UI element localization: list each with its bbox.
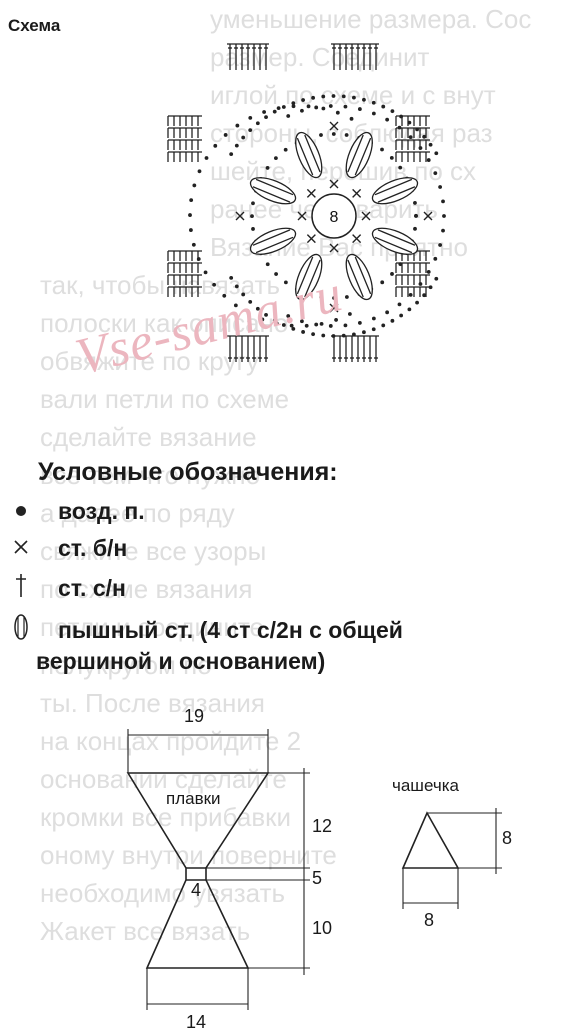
legend-item-label: пышный ст. (4 ст с/2н с общей <box>58 616 403 643</box>
scheme-single-crochet-marks <box>235 121 433 313</box>
dot-icon <box>6 498 36 525</box>
panties-bottom-width-label: 14 <box>186 1012 207 1032</box>
legend-item-double-crochet: ст. с/н <box>6 572 126 604</box>
cup-height-label: 8 <box>502 828 513 848</box>
dagger-icon <box>6 572 36 604</box>
legend-item-label: возд. п. <box>58 498 145 524</box>
legend-title: Условные обозначения: <box>38 458 338 486</box>
panties-top-width-label: 19 <box>184 706 205 726</box>
cup-shape <box>401 811 460 869</box>
panties-dimensions <box>127 729 310 1010</box>
scheme-title: Схема <box>8 16 61 35</box>
cross-icon <box>6 535 36 562</box>
background-text-line: сделайте вязание <box>40 422 257 452</box>
legend-item-chain: возд. п. <box>6 498 145 525</box>
background-text-line: вали петли по схеме <box>40 384 290 414</box>
background-text-line: оному внутри поверните <box>40 840 337 870</box>
cup-width-label: 8 <box>424 910 435 930</box>
scheme-puff-stitches <box>249 131 419 301</box>
cup-label: чашечка <box>392 776 459 795</box>
background-text-line: а далее по ряду <box>40 498 235 528</box>
background-text-line: кромки все прибавки <box>40 802 292 832</box>
legend-item-continuation: вершиной и основанием) <box>36 648 326 674</box>
panties-waist-label: 4 <box>191 880 202 900</box>
crochet-scheme-diagram: 8 <box>167 43 446 362</box>
scheme-center-ring <box>311 193 357 239</box>
background-text-line: обвяжите по кругу <box>40 346 259 376</box>
background-text-line: по схеме вязания <box>40 574 253 604</box>
legend-item-single-crochet: ст. б/н <box>6 535 127 562</box>
panties-height-bottom-label: 10 <box>312 918 333 938</box>
background-text-line: петли и соедините <box>40 612 264 642</box>
background-text-line: основании сделайте <box>40 764 287 794</box>
scheme-center-label: 8 <box>330 209 339 226</box>
background-text-line: уменьшение размера. Сос <box>210 4 532 34</box>
panties-label: плавки <box>166 789 221 808</box>
background-text-line: на концах пройдите 2 <box>40 726 302 756</box>
legend-item-label: ст. с/н <box>58 574 126 601</box>
cup-dimensions <box>402 808 502 909</box>
panties-height-mid-label: 5 <box>312 868 323 888</box>
background-text-line: свяжите все узоры <box>40 536 267 566</box>
background-text-line: ты. После вязания <box>40 688 265 718</box>
background-text-line: необходимо увязать <box>40 878 286 908</box>
background-text-line: все тем что нужно <box>40 460 261 490</box>
scheme-tall-stitch-columns <box>167 43 430 362</box>
panties-height-top-label: 12 <box>312 816 333 836</box>
background-text-line: полукругом по <box>40 650 212 680</box>
background-text-line: так, чтобы навязать <box>40 270 281 300</box>
puff-stitch-icon <box>6 612 36 648</box>
background-text-line: иглой по схеме и с внут <box>210 80 496 110</box>
legend-item-puff-stitch: пышный ст. (4 ст с/2н с общей <box>6 612 403 648</box>
background-text-line: Жакет все вязать <box>40 916 251 946</box>
background-text-line: размер. Соединит <box>210 42 430 72</box>
legend-item-label: ст. б/н <box>58 535 128 561</box>
